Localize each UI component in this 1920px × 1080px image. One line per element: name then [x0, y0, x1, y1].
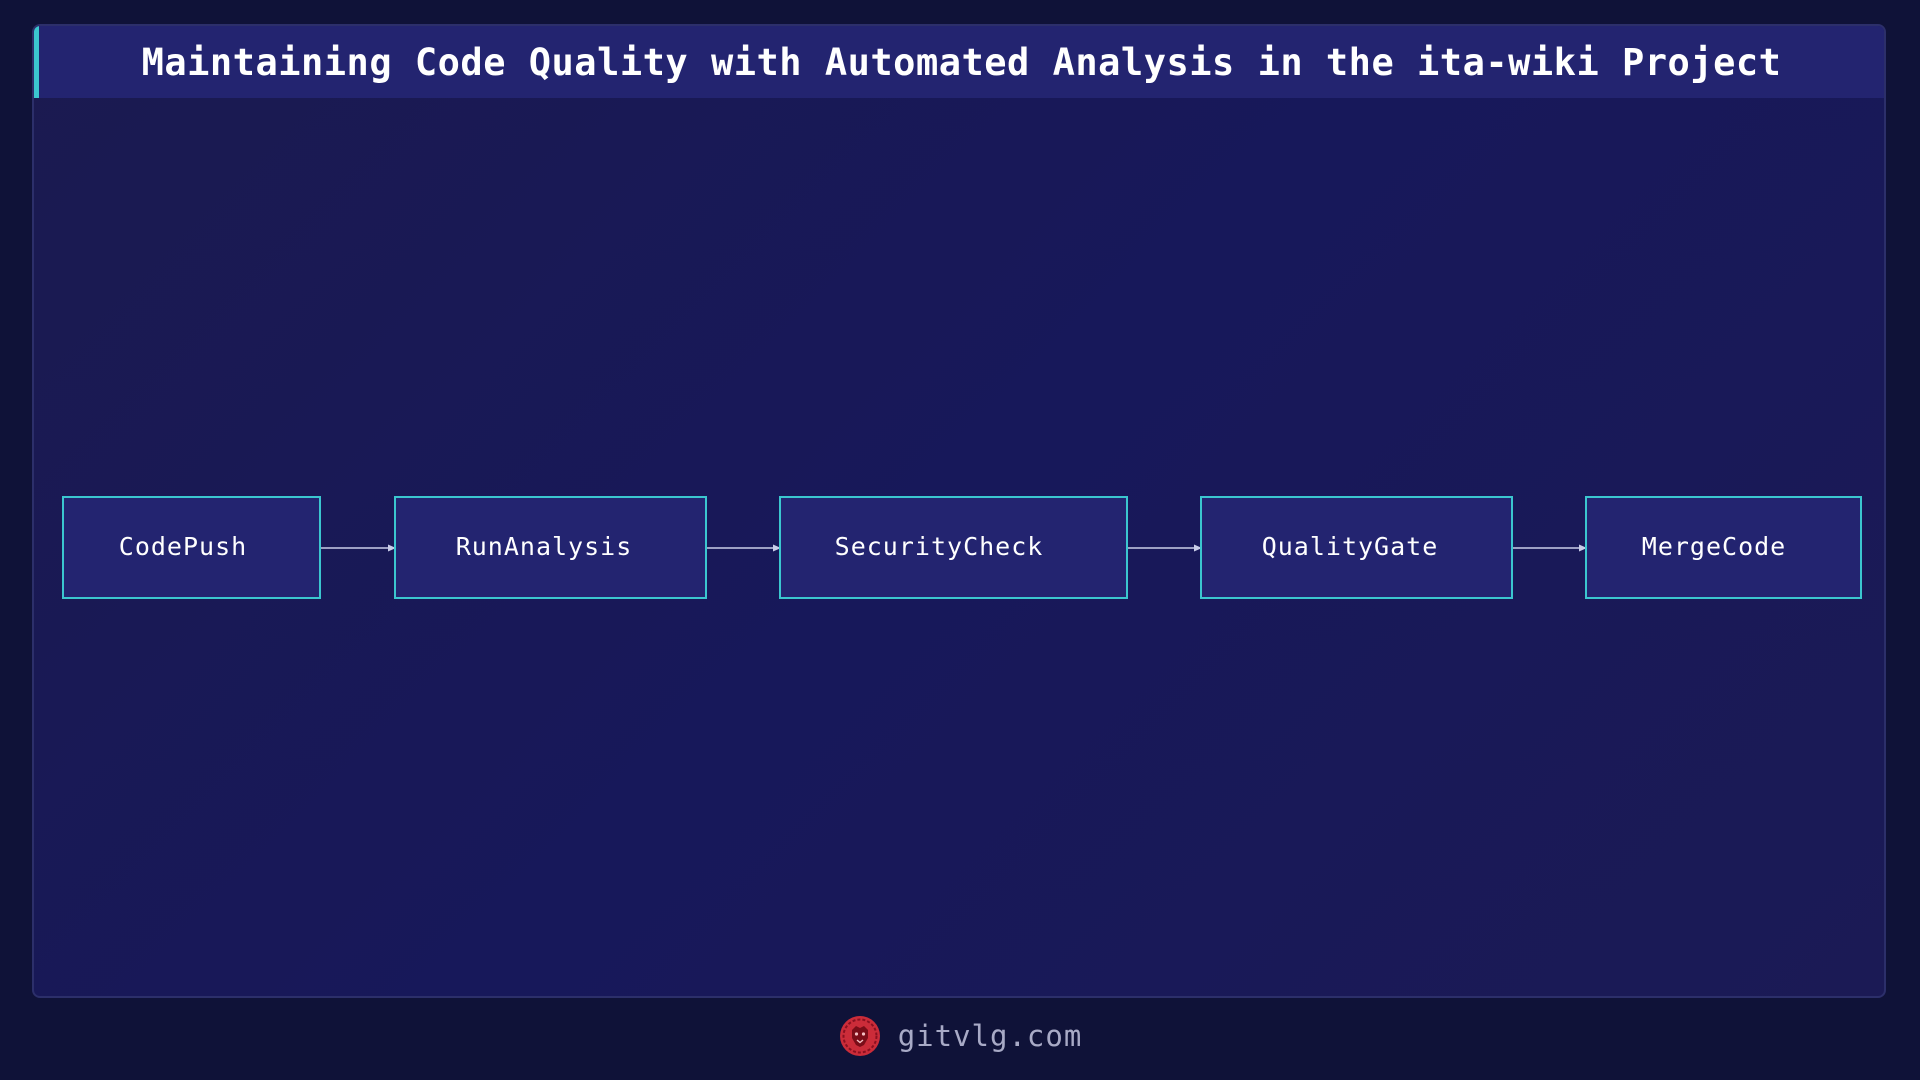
node-label: MergeCode	[1642, 532, 1786, 561]
edge-codepush-runanalysis	[321, 544, 396, 552]
node-runanalysis: RunAnalysis	[394, 496, 707, 599]
node-mergecode: MergeCode	[1585, 496, 1862, 599]
node-label: QualityGate	[1262, 532, 1439, 561]
node-label: CodePush	[119, 532, 247, 561]
footer-site-link[interactable]: gitvlg.com	[897, 1019, 1083, 1053]
page-title: Maintaining Code Quality with Automated …	[141, 40, 1782, 84]
edge-securitycheck-qualitygate	[1127, 544, 1202, 552]
node-codepush: CodePush	[62, 496, 321, 599]
edge-runanalysis-securitycheck	[706, 544, 781, 552]
node-label: SecurityCheck	[835, 532, 1044, 561]
lion-head-icon	[839, 1016, 880, 1056]
footer: gitvlg.com	[0, 1008, 1920, 1064]
title-bar: Maintaining Code Quality with Automated …	[34, 26, 1884, 98]
edge-qualitygate-mergecode	[1512, 544, 1587, 552]
diagram-panel: Maintaining Code Quality with Automated …	[32, 24, 1886, 998]
flow-diagram: CodePush RunAnalysis SecurityCheck Quali…	[62, 496, 1862, 599]
node-label: RunAnalysis	[456, 532, 633, 561]
node-qualitygate: QualityGate	[1200, 496, 1513, 599]
node-securitycheck: SecurityCheck	[779, 496, 1128, 599]
